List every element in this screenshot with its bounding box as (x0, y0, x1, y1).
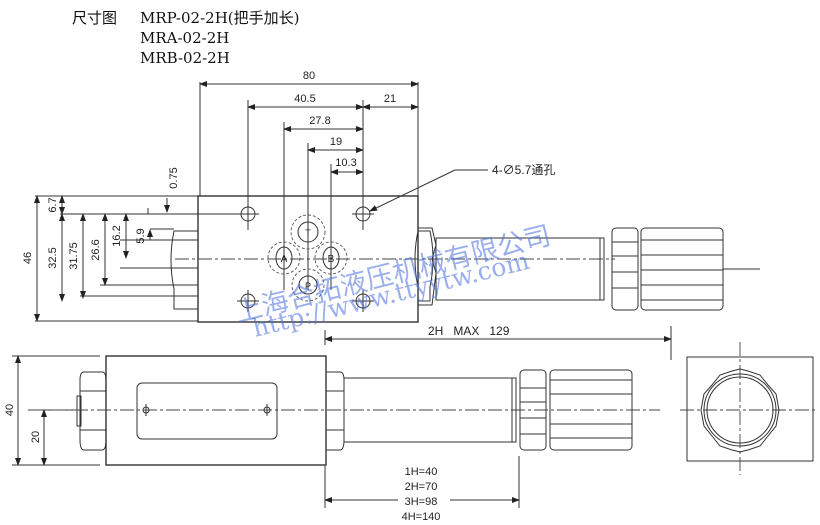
mounting-hole (352, 203, 374, 225)
mounting-hole (237, 203, 259, 225)
left-plug (170, 230, 198, 310)
valve-body-side (105, 355, 327, 466)
svg-text:80: 80 (303, 70, 315, 82)
knob-top (611, 227, 760, 311)
svg-text:32.5: 32.5 (47, 247, 59, 268)
dim-16-2: 16.2 (111, 213, 129, 259)
svg-text:21: 21 (384, 93, 396, 105)
svg-text:A: A (281, 254, 288, 265)
hole-callout: 4-∅5.7通孔 (369, 163, 555, 212)
mounting-hole (237, 290, 259, 312)
svg-text:19: 19 (330, 136, 342, 148)
dim-46: 46 (22, 195, 40, 322)
svg-text:6.7: 6.7 (47, 197, 59, 212)
model-name-2: MRA-02-2H (140, 29, 230, 47)
dim-19: 19 (307, 136, 364, 153)
nameplate (136, 382, 278, 440)
svg-text:4H=140: 4H=140 (402, 511, 441, 523)
dim-10-3: 10.3 (330, 157, 364, 175)
svg-text:16.2: 16.2 (111, 225, 123, 246)
svg-text:40: 40 (4, 404, 16, 416)
hex-nut-left (76, 371, 107, 451)
extension-tube-side (343, 377, 517, 443)
svg-text:4-∅5.7通孔: 4-∅5.7通孔 (492, 163, 555, 177)
port-T: T (290, 214, 326, 250)
svg-text:3H=98: 3H=98 (405, 496, 438, 508)
port-B: B (314, 241, 348, 275)
svg-text:26.6: 26.6 (90, 239, 102, 260)
svg-text:10.3: 10.3 (335, 157, 356, 169)
model-name-1: MRP-02-2H(把手加长) (140, 9, 300, 27)
dim-40-5: 40.5 (247, 93, 364, 110)
dim-6-7: 6.7 (47, 195, 65, 215)
dim-40: 40 (4, 355, 21, 466)
knob-side (519, 369, 633, 451)
dim-27-8: 27.8 (283, 115, 364, 132)
dim-31-75: 31.75 (68, 213, 86, 299)
knob-end-view-icon (680, 342, 816, 475)
dim-h-length: 1H=40 2H=70 3H=98 4H=140 (324, 456, 520, 523)
dim-2h-max-129: 2H MAX 129 (324, 324, 672, 360)
port-A: A (267, 241, 301, 275)
top-view: 80 40.5 21 27.8 19 10.3 46 6.7 (22, 70, 760, 360)
model-name-3: MRB-02-2H (140, 49, 230, 67)
extension-tube-top (435, 237, 605, 301)
dim-5-9: 5.9 (135, 228, 174, 244)
dim-0-75: 0.75 (147, 167, 180, 214)
hex-nut-outline (418, 227, 437, 306)
dim-80: 80 (199, 70, 419, 87)
svg-text:P: P (305, 281, 311, 291)
svg-text:27.8: 27.8 (309, 115, 330, 127)
svg-text:5.9: 5.9 (135, 228, 147, 243)
svg-text:B: B (328, 254, 335, 265)
svg-text:0.75: 0.75 (168, 167, 180, 188)
dim-20: 20 (28, 409, 80, 466)
svg-text:31.75: 31.75 (68, 242, 80, 270)
dim-21: 21 (362, 93, 419, 110)
mounting-holes (237, 203, 374, 312)
extension-lines-left (35, 195, 240, 322)
extension-lines-top (199, 82, 419, 290)
svg-text:46: 46 (22, 252, 34, 264)
svg-text:2H=70: 2H=70 (405, 481, 438, 493)
port-P: P (291, 268, 325, 302)
side-view: 40 20 (4, 355, 660, 523)
dim-32-5: 32.5 (47, 213, 65, 302)
svg-text:T: T (305, 228, 311, 238)
mounting-hole (352, 290, 374, 312)
drawing-title-label: 尺寸图 (72, 9, 118, 27)
svg-text:2H MAX 129: 2H MAX 129 (428, 324, 510, 338)
svg-text:40.5: 40.5 (294, 93, 315, 105)
hex-nut-right (326, 371, 345, 451)
svg-text:1H=40: 1H=40 (405, 466, 438, 478)
dim-26-6: 26.6 (90, 213, 108, 286)
svg-text:20: 20 (30, 431, 42, 443)
